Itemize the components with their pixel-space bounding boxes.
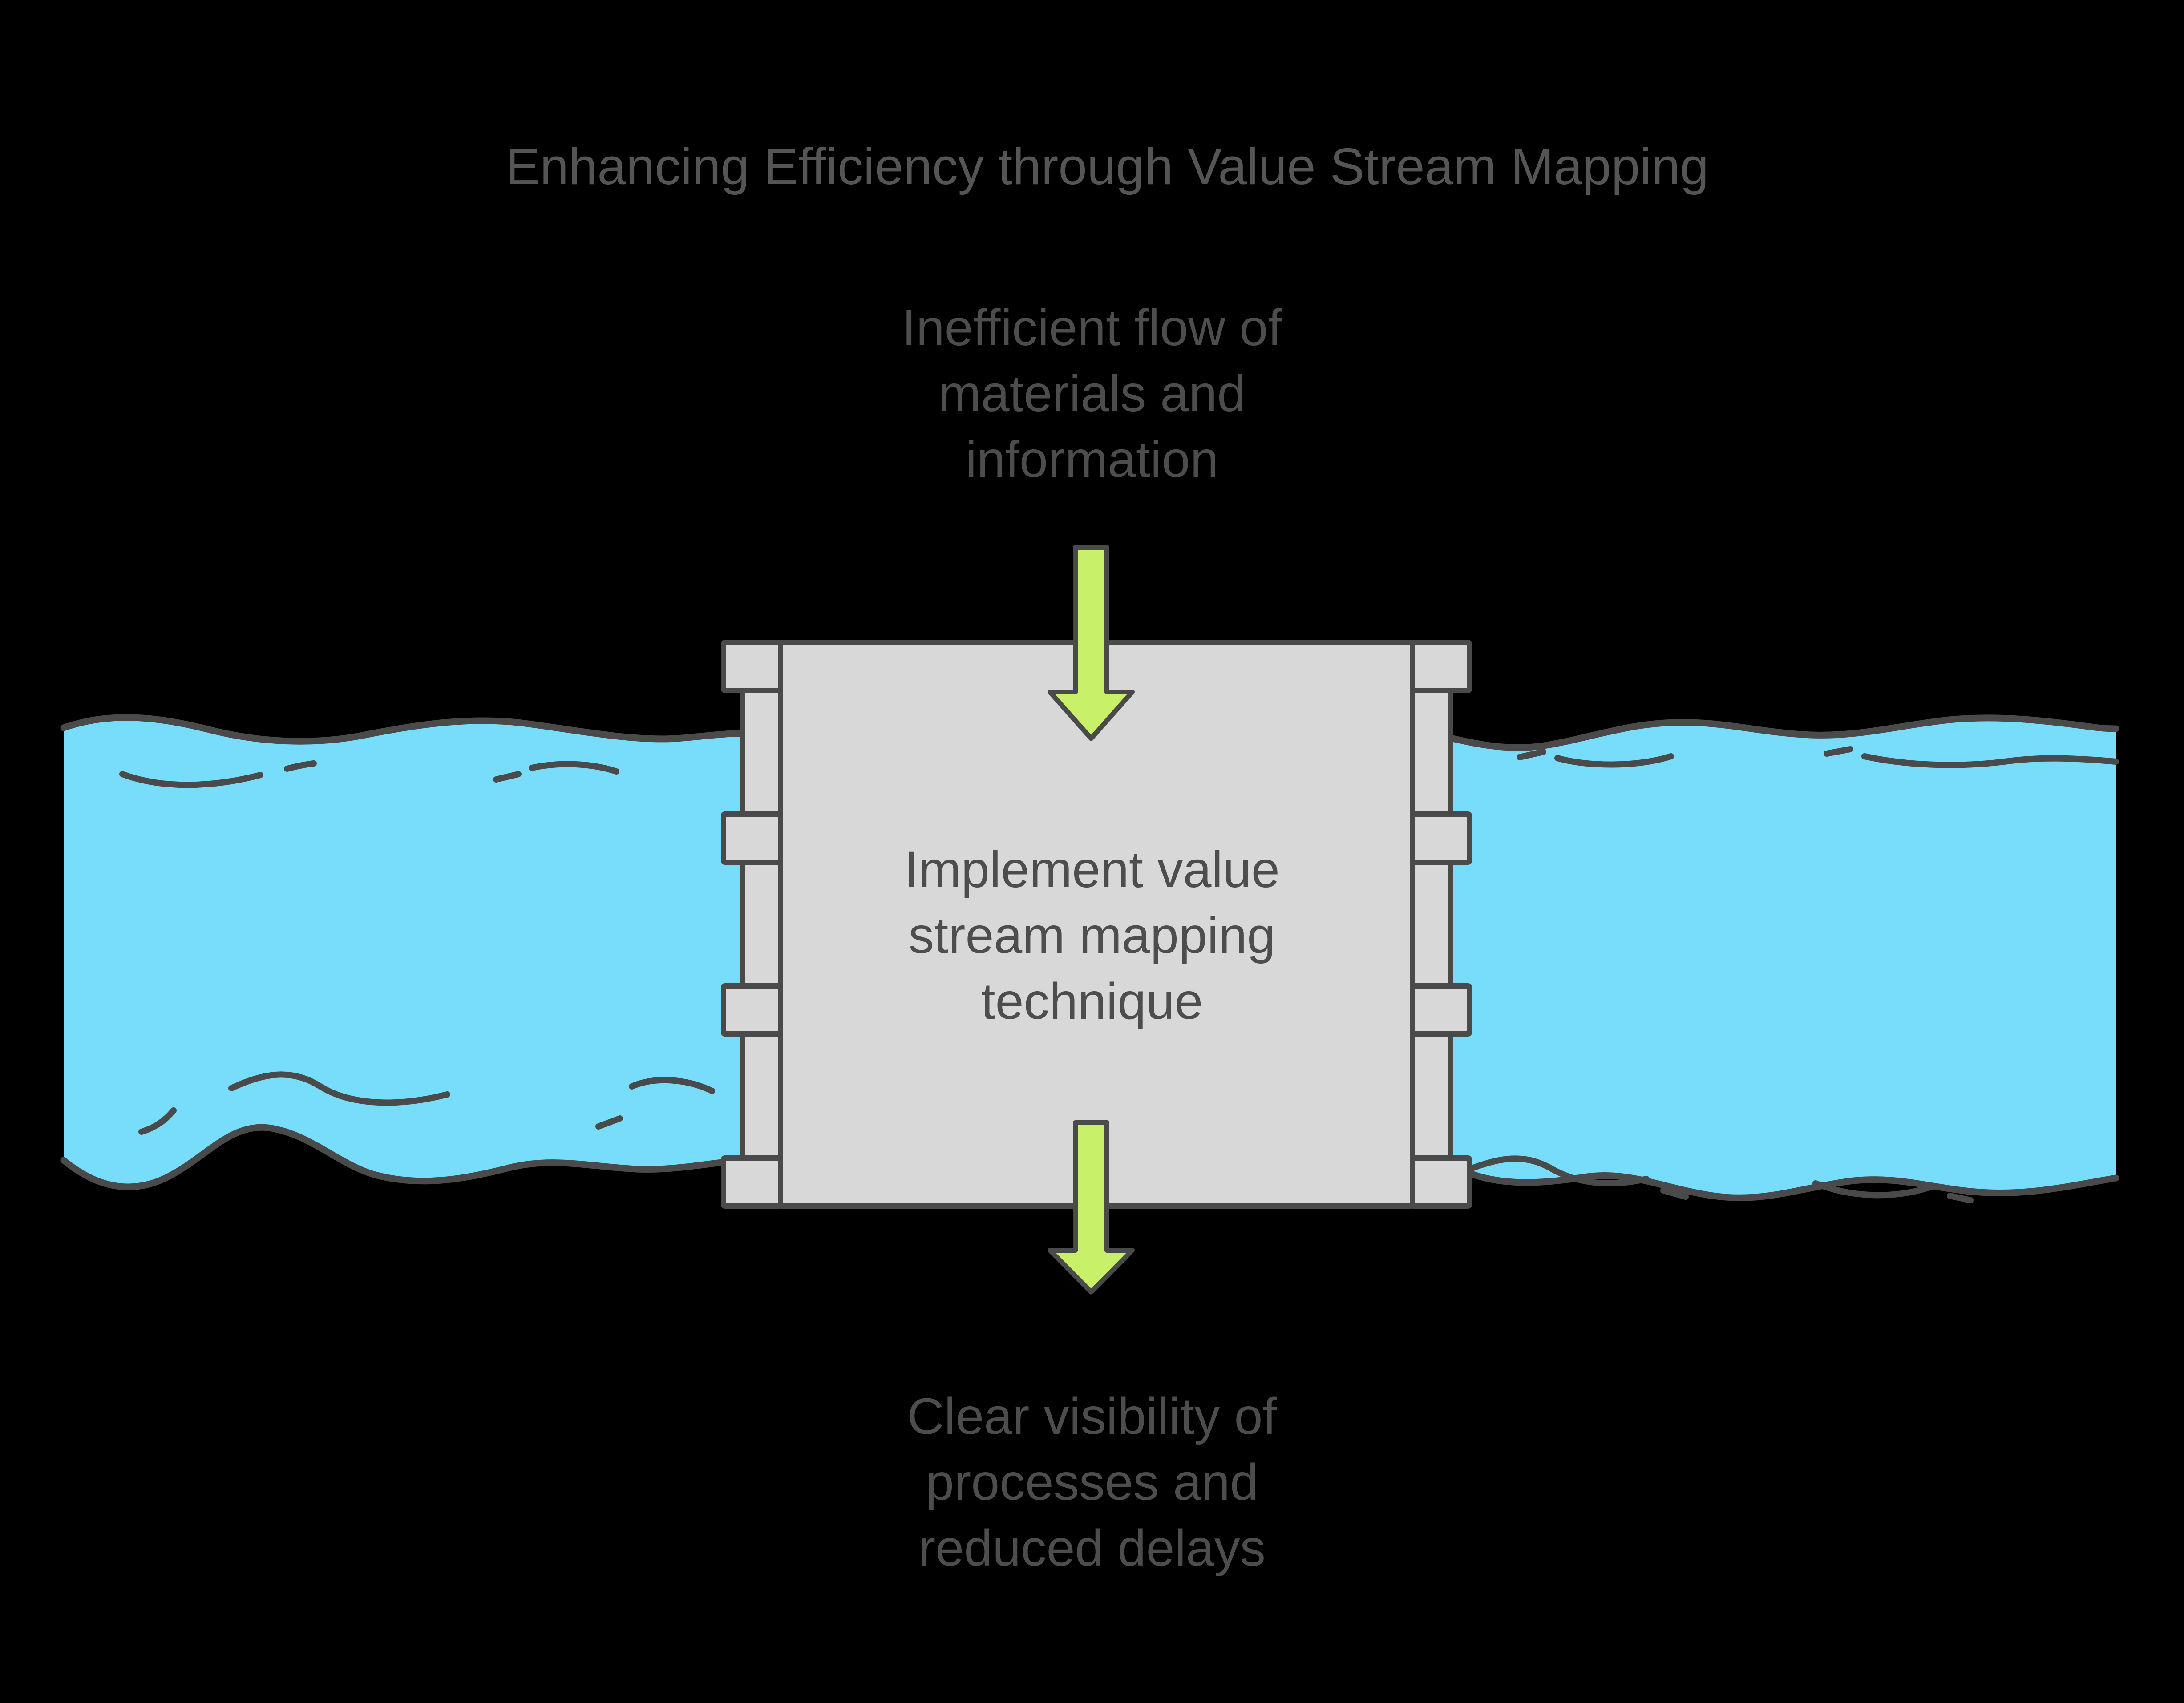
- process-box-label: Implement value stream mapping technique: [904, 837, 1280, 1034]
- stream-left-ripple: [228, 1071, 450, 1106]
- flange-tab: [1410, 640, 1472, 693]
- flange-tab: [721, 1155, 783, 1209]
- flange-tab: [721, 811, 783, 865]
- flange-rail-left: [740, 640, 783, 1209]
- stream-left-body: [64, 717, 756, 1187]
- stream-left-ripple: [493, 771, 522, 783]
- stream-right-ripple: [1554, 753, 1674, 768]
- input-caption-line: materials and: [938, 365, 1246, 422]
- stream-right-bottom-line: [1434, 1160, 2119, 1201]
- process-box-label-line: stream mapping: [908, 907, 1276, 964]
- output-caption-line: reduced delays: [918, 1520, 1266, 1577]
- output-caption: Clear visibility of processes and reduce…: [907, 1384, 1277, 1581]
- flange-tab: [1410, 811, 1472, 865]
- stream-left: [60, 714, 760, 1190]
- process-box-label-line: technique: [981, 973, 1203, 1030]
- arrow-down-icon: [1048, 1120, 1135, 1295]
- process-box-group: [721, 640, 1472, 1209]
- stream-left-ripple: [138, 1107, 177, 1135]
- stream-left-ripple: [595, 1115, 623, 1130]
- stream-right-ripple: [1465, 1155, 1650, 1186]
- page-title: Enhancing Efficiency through Value Strea…: [505, 137, 1709, 195]
- stream-left-ripple: [119, 771, 263, 788]
- stream-right-ripple: [1861, 753, 2119, 768]
- process-box-label-line: Implement value: [904, 841, 1280, 898]
- stream-right-body: [1437, 718, 2116, 1198]
- stream-right-surface-line: [1434, 714, 2119, 751]
- stream-right-ripple: [1824, 746, 1853, 757]
- stream-left-ripple: [629, 1077, 715, 1094]
- stream-right-ripple: [1517, 749, 1546, 760]
- flange-tab: [1410, 983, 1472, 1037]
- flange-tab: [1410, 1155, 1472, 1209]
- arrow-down-icon: [1048, 545, 1135, 741]
- stream-right: [1434, 714, 2119, 1203]
- flange-tab: [721, 983, 783, 1037]
- stream-left-bottom-line: [60, 1124, 760, 1190]
- stream-right-ripple: [1660, 1187, 1689, 1200]
- stream-left-surface-line: [60, 714, 760, 745]
- input-caption-line: information: [965, 431, 1219, 488]
- stream-left-ripple: [284, 760, 317, 772]
- flange-rail-right: [1410, 640, 1453, 1209]
- stream-left-ripple: [529, 761, 619, 775]
- stream-right-ripple: [1947, 1193, 1974, 1203]
- output-caption-line: Clear visibility of: [907, 1388, 1277, 1445]
- input-caption-line: Inefficient flow of: [902, 299, 1282, 356]
- flange-tab: [721, 640, 783, 693]
- input-caption: Inefficient flow of materials and inform…: [902, 295, 1282, 492]
- stream-right-ripple: [1812, 1180, 1937, 1199]
- output-caption-line: processes and: [926, 1454, 1258, 1511]
